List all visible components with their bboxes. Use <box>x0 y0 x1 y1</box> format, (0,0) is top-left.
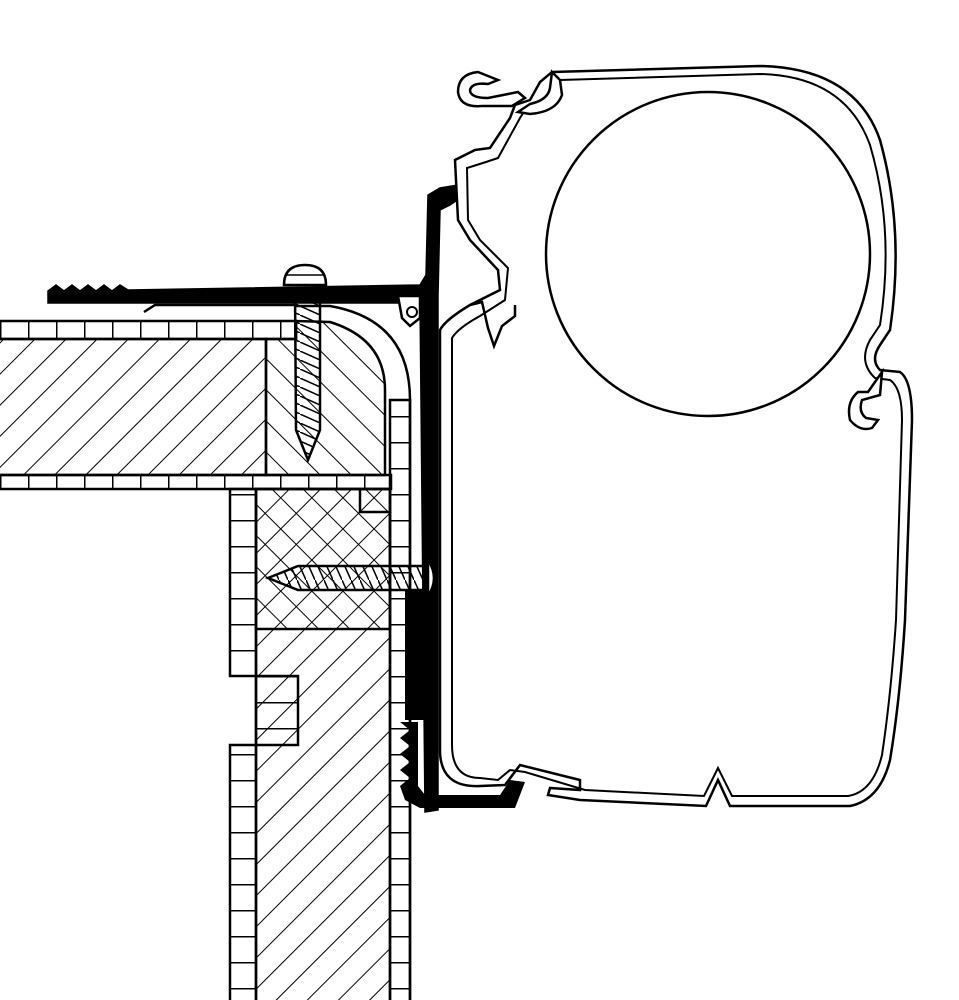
awning-roller-tube <box>544 90 872 418</box>
roof-screw <box>282 263 328 464</box>
wall-panel <box>228 398 412 1000</box>
mounting-bracket <box>47 165 525 813</box>
wall-screw <box>264 555 436 601</box>
